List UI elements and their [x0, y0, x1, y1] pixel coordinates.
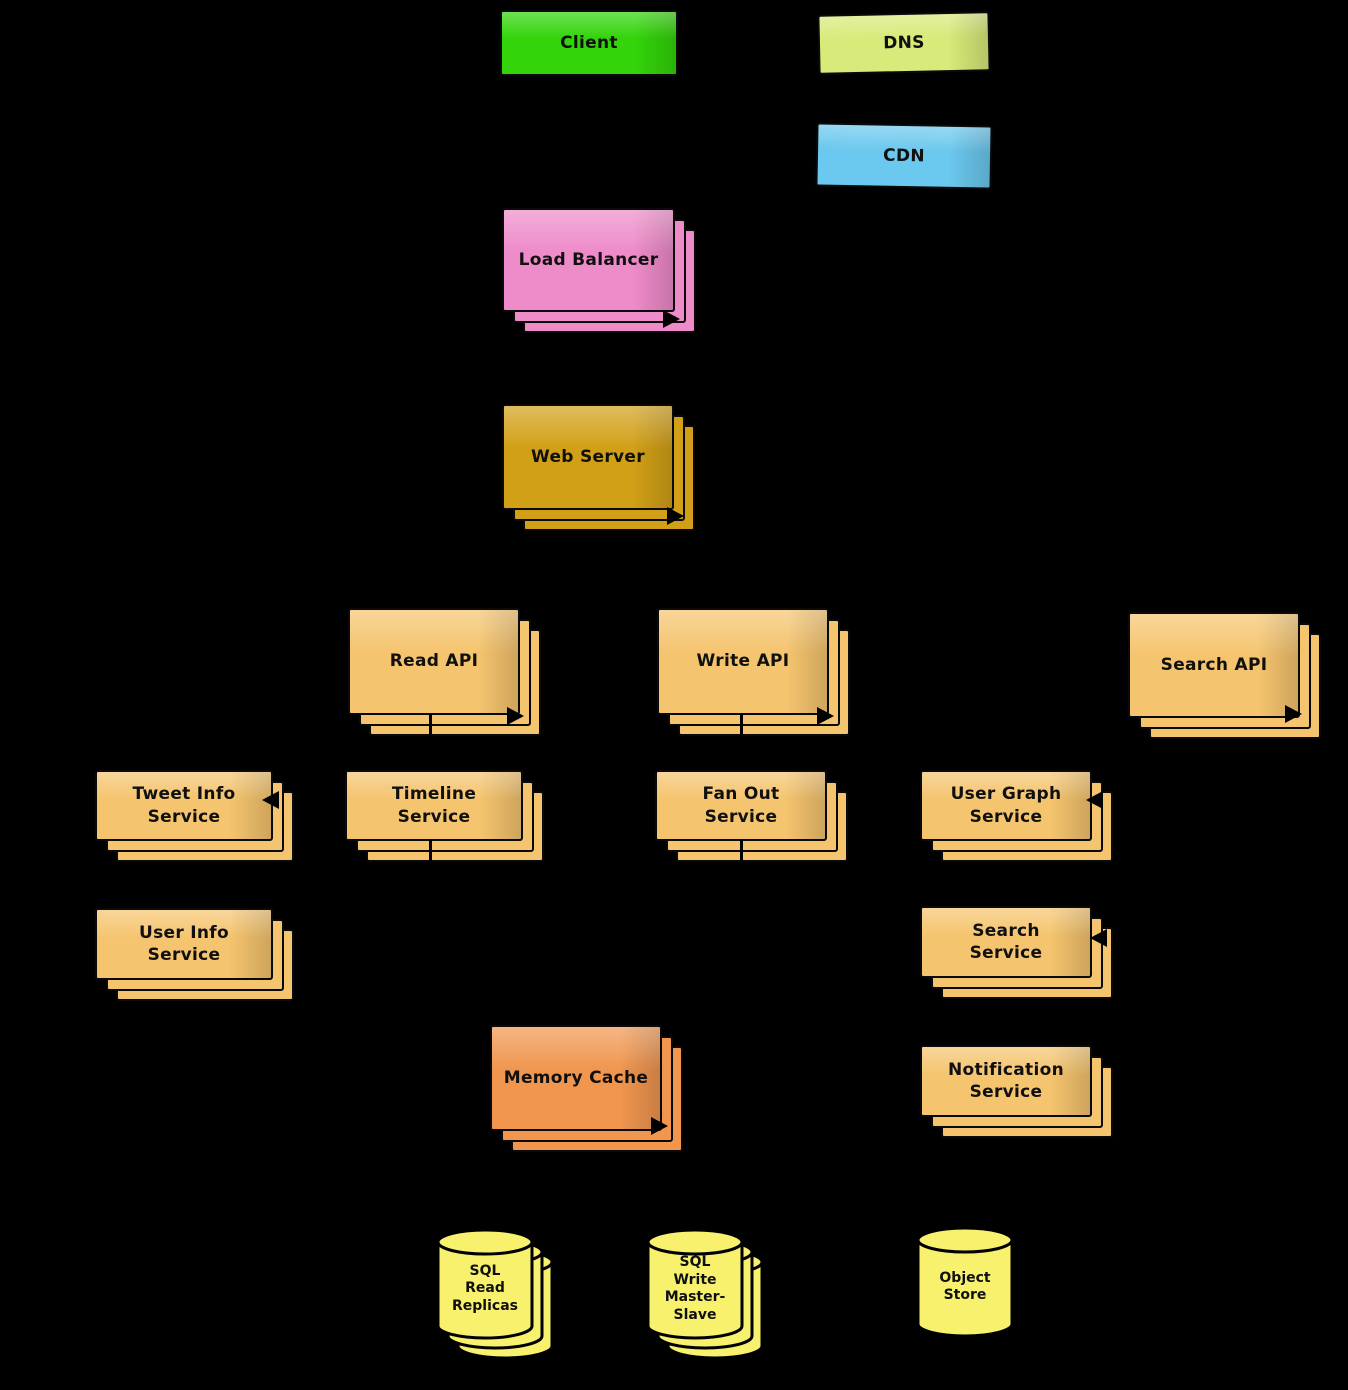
node-face: Read API — [348, 608, 520, 715]
node-face: Fan Out Service — [655, 770, 827, 841]
node-label: SQL Read Replicas — [452, 1262, 518, 1314]
node-face: Tweet Info Service — [95, 770, 273, 841]
node-label: Client — [560, 32, 618, 53]
arrowhead-icon — [817, 707, 834, 725]
database-cylinder-icon — [646, 1228, 764, 1360]
arrowhead-icon — [1086, 791, 1103, 809]
node-label: Object Store — [939, 1269, 991, 1304]
node-label: Memory Cache — [503, 1067, 649, 1088]
connector-line — [740, 714, 743, 740]
node-label: Timeline Service — [391, 784, 477, 827]
node-client: Client — [500, 10, 678, 76]
node-label: CDN — [882, 145, 926, 167]
node-label: Write API — [696, 651, 790, 672]
node-dns: DNS — [817, 11, 991, 75]
connector-line — [429, 714, 432, 740]
node-label: SQL Write Master- Slave — [664, 1254, 726, 1323]
node-notification-service: Notification Service — [920, 1045, 1113, 1138]
node-memory-cache: Memory Cache — [490, 1025, 683, 1152]
arrowhead-icon — [1285, 705, 1302, 723]
node-face: DNS — [817, 11, 991, 75]
node-label: User Info Service — [139, 922, 229, 965]
node-face: Write API — [657, 608, 829, 715]
arrowhead-icon — [667, 507, 684, 525]
node-face: CDN — [815, 122, 993, 190]
node-face: Search Service — [920, 906, 1092, 978]
node-web-server: Web Server — [502, 404, 695, 531]
node-search-api: Search API — [1128, 612, 1321, 739]
node-face: Notification Service — [920, 1045, 1092, 1117]
node-label: Tweet Info Service — [132, 784, 236, 827]
node-face: Load Balancer — [502, 208, 675, 312]
arrowhead-icon — [507, 707, 524, 725]
node-user-graph-service: User Graph Service — [920, 770, 1113, 862]
node-face: User Graph Service — [920, 770, 1092, 841]
arrowhead-icon — [262, 791, 279, 809]
node-load-balancer: Load Balancer — [502, 208, 696, 333]
arrowhead-icon — [663, 310, 680, 328]
node-face: User Info Service — [95, 908, 273, 980]
node-label: Search Service — [969, 920, 1043, 963]
node-label: Load Balancer — [518, 249, 659, 270]
node-face: Web Server — [502, 404, 674, 510]
node-tweet-info-service: Tweet Info Service — [95, 770, 294, 862]
node-face: Client — [500, 10, 678, 76]
node-sql-read-replicas: SQL Read Replicas — [435, 1228, 557, 1362]
connector-line — [740, 840, 743, 870]
node-user-info-service: User Info Service — [95, 908, 294, 1001]
node-label: Read API — [389, 651, 479, 672]
node-timeline-service: Timeline Service — [345, 770, 544, 862]
node-label: DNS — [883, 32, 925, 54]
arrowhead-icon — [1090, 929, 1107, 947]
node-label: Search API — [1160, 654, 1268, 675]
node-label: Notification Service — [948, 1059, 1064, 1102]
node-write-api: Write API — [657, 608, 850, 736]
node-search-service: Search Service — [920, 906, 1113, 999]
node-label: Web Server — [531, 446, 645, 467]
node-sql-write-master-slave: SQL Write Master- Slave — [645, 1228, 767, 1362]
node-face: Timeline Service — [345, 770, 523, 841]
node-label: User Graph Service — [950, 784, 1062, 827]
arrowhead-icon — [651, 1117, 668, 1135]
node-fan-out-service: Fan Out Service — [655, 770, 848, 862]
node-cdn: CDN — [815, 122, 993, 190]
node-object-store: Object Store — [915, 1226, 1017, 1340]
node-label: Fan Out Service — [702, 784, 780, 827]
database-cylinder-icon — [916, 1226, 1014, 1338]
node-face: Memory Cache — [490, 1025, 662, 1131]
node-read-api: Read API — [348, 608, 541, 736]
database-cylinder-icon — [436, 1228, 554, 1360]
connector-line — [429, 840, 432, 870]
node-face: Search API — [1128, 612, 1300, 718]
